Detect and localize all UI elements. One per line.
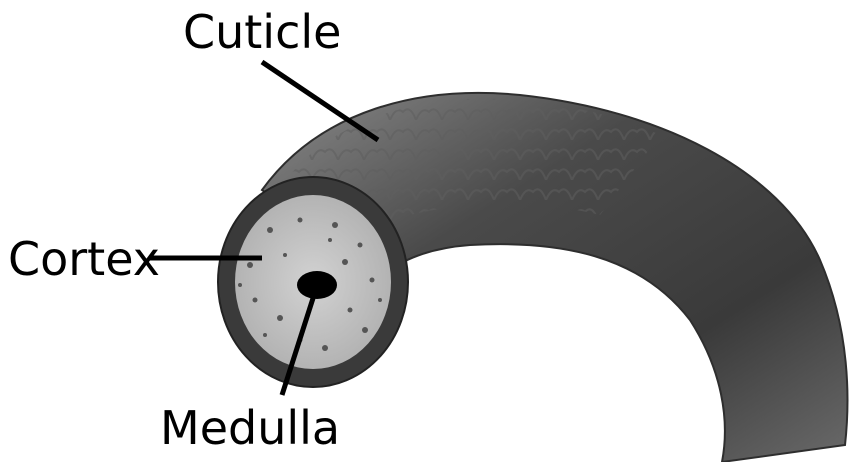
medulla-core [297,271,337,299]
cuticle-leader-line [262,62,378,140]
cuticle-label: Cuticle [183,5,341,59]
medulla-label: Medulla [160,401,340,455]
cortex-label: Cortex [8,232,160,286]
